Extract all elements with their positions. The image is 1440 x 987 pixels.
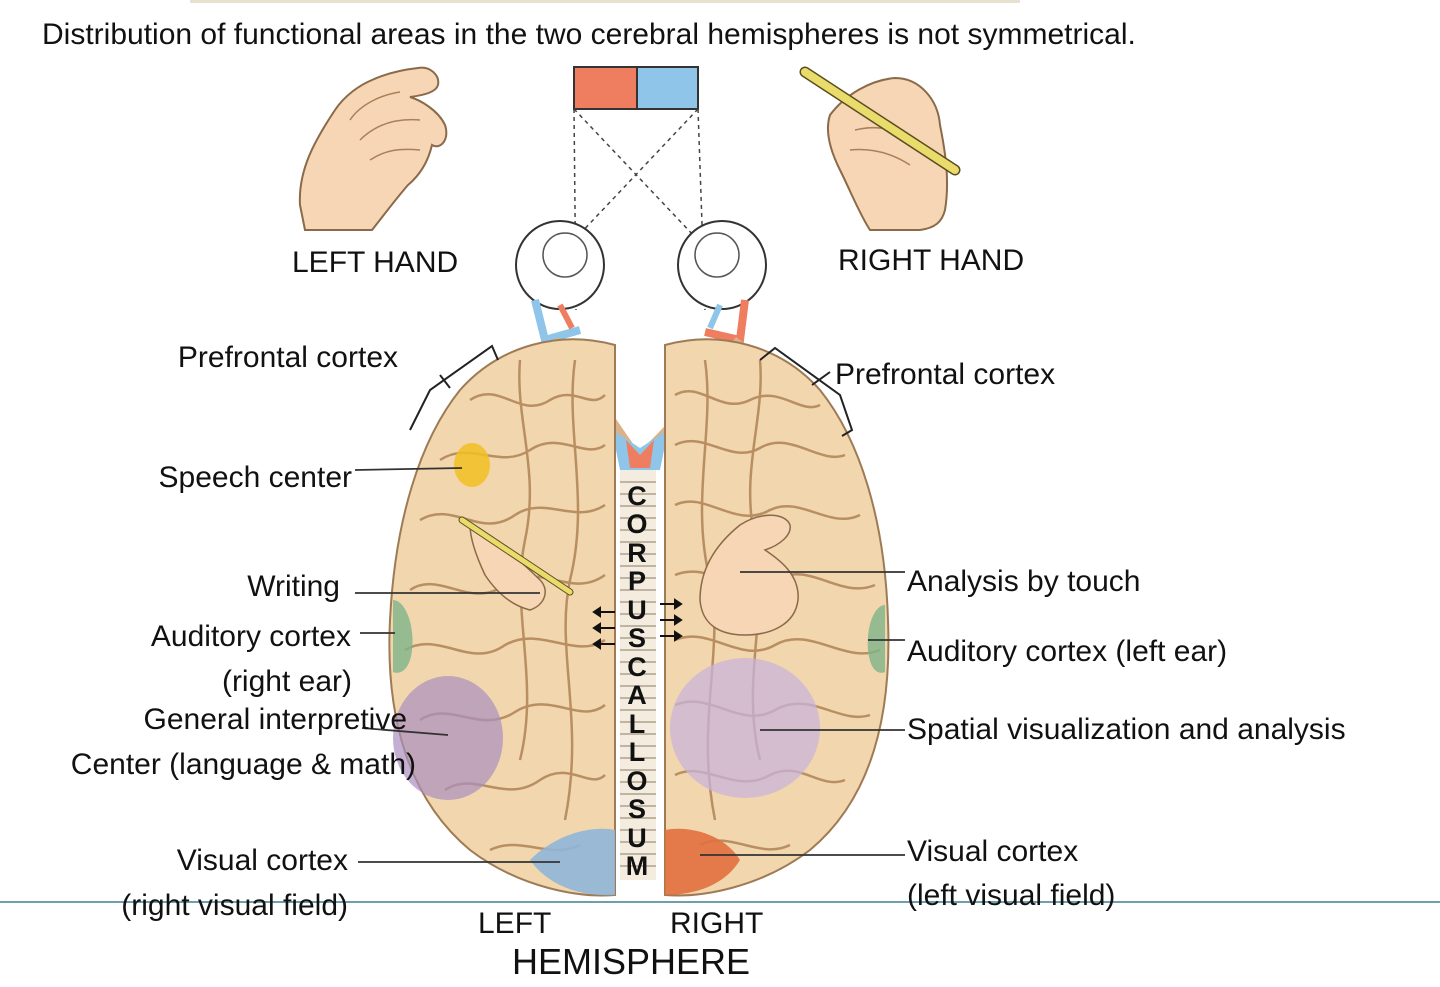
right-hemisphere-label: RIGHT xyxy=(670,907,764,940)
right-hand-label: RIGHT HAND xyxy=(838,244,1025,277)
corpus-callosum-letter: U xyxy=(627,595,647,625)
corpus-callosum-letter: R xyxy=(627,538,647,568)
left-hemisphere xyxy=(388,338,616,897)
corpus-callosum-letter: L xyxy=(628,709,646,739)
left-hemisphere-label: LEFT xyxy=(478,907,552,940)
spatial-visualization-area xyxy=(670,658,820,798)
right-prefrontal-tick xyxy=(811,371,831,386)
corpus-callosum-letter: L xyxy=(628,737,646,767)
right-prefrontal-label: Prefrontal cortex xyxy=(835,358,1056,391)
corpus-callosum-letter: C xyxy=(627,481,647,511)
left-prefrontal-label: Prefrontal cortex xyxy=(177,341,398,374)
right-auditory-label: Auditory cortex (left ear) xyxy=(907,635,1228,668)
left-gyri xyxy=(404,359,606,852)
touch-analysis-label: Analysis by touch xyxy=(907,565,1141,598)
left-visual-cortex-area xyxy=(530,828,615,896)
visual-field-left-half xyxy=(573,66,638,110)
right-visual-label-line1: Visual cortex xyxy=(907,835,1079,868)
right-visual-label-line2: (left visual field) xyxy=(907,879,1116,912)
corpus-callosum-letter: S xyxy=(627,623,646,653)
hemisphere-word-label: HEMISPHERE xyxy=(512,941,751,982)
spatial-visualization-label: Spatial visualization and analysis xyxy=(907,713,1346,746)
left-prefrontal-tick xyxy=(439,374,451,389)
top-edge-bar xyxy=(190,0,1020,3)
writing-label: Writing xyxy=(247,570,340,603)
callosum-arrows xyxy=(592,598,683,650)
right-visual-cortex-area xyxy=(665,828,740,895)
leader-lines xyxy=(354,467,905,863)
left-prefrontal-bracket xyxy=(409,344,499,431)
right-auditory-area xyxy=(867,605,885,673)
corpus-callosum-letter: U xyxy=(627,823,647,853)
visual-field-right-half xyxy=(636,66,699,110)
right-hand-illustration xyxy=(799,66,961,231)
left-hand-label: LEFT HAND xyxy=(292,246,459,279)
touch-hand-icon xyxy=(699,514,799,636)
writing-hand-icon xyxy=(458,516,574,611)
left-visual-label-line1: Visual cortex xyxy=(176,844,348,877)
speech-center-area xyxy=(454,443,490,487)
speech-center-label: Speech center xyxy=(158,461,352,494)
right-eye xyxy=(677,220,767,345)
corpus-callosum-letter: A xyxy=(627,680,647,710)
diagram-title: Distribution of functional areas in the … xyxy=(42,18,1136,51)
interpretive-label-line2: Center (language & math) xyxy=(70,748,416,781)
corpus-callosum-letter: O xyxy=(626,766,648,796)
corpus-callosum xyxy=(592,470,683,880)
corpus-callosum-letter: C xyxy=(627,652,647,682)
sight-lines xyxy=(559,108,713,311)
left-hand-illustration xyxy=(298,66,448,231)
corpus-callosum-letter: P xyxy=(627,566,646,596)
interpretive-center-area xyxy=(393,676,503,800)
left-auditory-area xyxy=(393,600,413,673)
left-eye xyxy=(515,220,605,345)
left-auditory-label-line1: Auditory cortex xyxy=(150,620,351,653)
left-auditory-label-line2: (right ear) xyxy=(221,665,352,698)
left-visual-label-line2: (right visual field) xyxy=(121,889,348,922)
corpus-callosum-letter: O xyxy=(626,509,648,539)
right-prefrontal-bracket xyxy=(759,346,854,437)
interpretive-label-line1: General interpretive xyxy=(143,703,407,736)
corpus-callosum-letter: M xyxy=(625,851,649,881)
visual-field-box xyxy=(573,66,699,110)
corpus-callosum-letter: S xyxy=(627,794,646,824)
right-hemisphere xyxy=(664,338,890,897)
